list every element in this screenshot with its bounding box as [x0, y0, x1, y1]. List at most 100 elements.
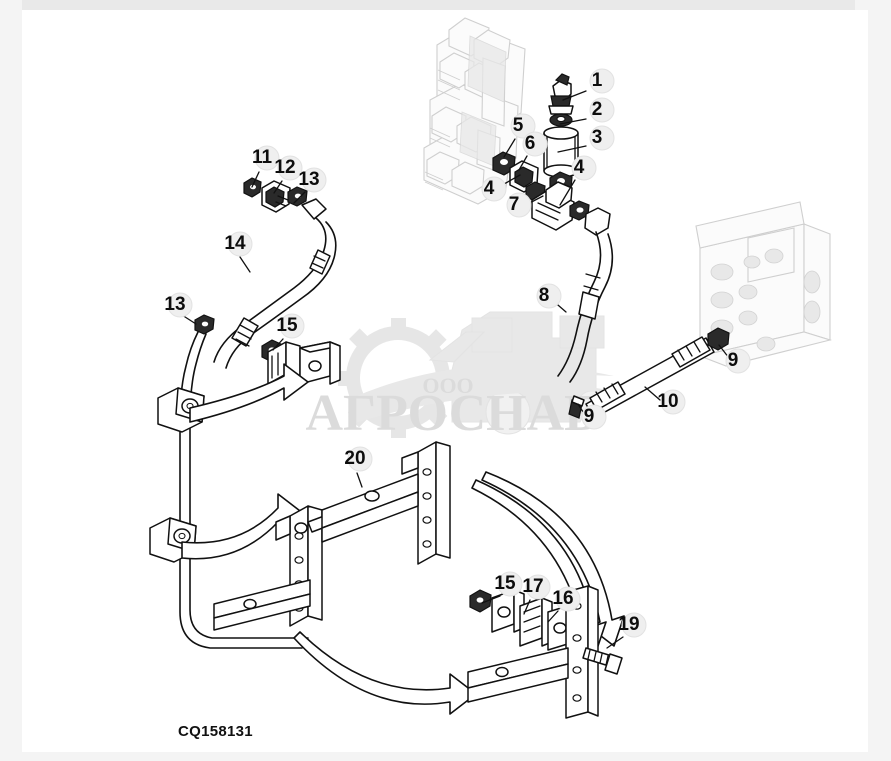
fitting-11: [243, 177, 262, 198]
callout-leader: [606, 636, 624, 649]
callout-2: 2: [559, 97, 615, 125]
callout-bubble: [277, 155, 303, 181]
callout-number: 11: [252, 147, 273, 168]
callout-leader: [481, 595, 501, 604]
callout-10: 10: [644, 386, 686, 415]
callout-9b: 9: [577, 403, 607, 430]
callout-bubble: [522, 131, 548, 157]
callout-leader: [557, 145, 587, 153]
callout-5: 5: [503, 113, 536, 158]
watermark-small-text: ООО: [422, 373, 473, 398]
callout-7: 7: [506, 192, 544, 218]
callout-bubble: [227, 231, 253, 257]
callout-leader: [239, 256, 251, 273]
callout-number: 3: [592, 127, 603, 148]
callout-leader: [518, 155, 528, 171]
callout-number: 5: [513, 115, 524, 136]
callout-4b: 4: [559, 155, 597, 206]
frame-assembly-20: [213, 441, 451, 631]
callout-15a: 15: [272, 313, 305, 351]
hose-10-assembly: [568, 327, 730, 419]
callout-number: 4: [484, 178, 495, 199]
callout-number: 9: [584, 406, 595, 427]
callout-number: 10: [657, 391, 678, 412]
callout-9a: 9: [718, 344, 751, 374]
callout-bubble: [506, 192, 532, 218]
callout-leader: [523, 599, 531, 615]
callout-number: 16: [552, 588, 573, 609]
callout-number: 13: [298, 169, 319, 190]
callout-bubble: [660, 389, 686, 415]
callout-leader: [559, 118, 587, 125]
callout-bubble: [279, 313, 305, 339]
callout-number: 2: [592, 99, 603, 120]
callout-19: 19: [606, 612, 647, 649]
callout-bubble: [589, 125, 615, 151]
fitting-13-upper: [287, 186, 308, 207]
callout-bubble: [725, 348, 751, 374]
callout-bubble: [581, 404, 607, 430]
callout-bubble: [510, 113, 536, 139]
callout-number: 15: [494, 573, 516, 594]
callout-11: 11: [251, 145, 280, 188]
callout-number: 8: [539, 285, 550, 306]
callout-bubble: [621, 612, 647, 638]
bracket-assembly-lower: [467, 585, 623, 719]
callout-3: 3: [557, 125, 615, 153]
callout-number: 17: [522, 576, 543, 597]
callout-leader: [503, 138, 516, 158]
left-border-band: [0, 0, 22, 761]
callout-12: 12: [273, 155, 303, 194]
callout-number: 12: [274, 157, 295, 178]
callout-13a: 13: [293, 167, 327, 204]
callout-leader: [356, 472, 363, 488]
diagram-artwork: ООО АГРОСНАБ: [149, 17, 833, 740]
callout-8: 8: [536, 283, 567, 313]
callout-bubble: [347, 446, 373, 472]
callout-number: 14: [224, 233, 246, 254]
watermark-agrosnab: ООО АГРОСНАБ: [305, 311, 618, 442]
callout-bubble: [536, 283, 562, 309]
watermark-main-text: АГРОСНАБ: [305, 385, 598, 442]
callout-leader: [251, 171, 260, 188]
callout-number: 15: [276, 315, 298, 336]
callout-leader: [559, 179, 576, 206]
callout-number: 20: [344, 448, 365, 469]
callout-bubble: [555, 586, 581, 612]
callout-bubble: [571, 155, 597, 181]
callout-number: 9: [728, 350, 739, 371]
fitting-assembly: [492, 151, 611, 236]
diagram-canvas: ООО АГРОСНАБ: [22, 10, 868, 752]
part-number-label: CQ158131: [178, 723, 253, 740]
callout-leader: [273, 180, 283, 194]
callout-1: 1: [562, 68, 615, 101]
callout-17: 17: [522, 574, 551, 615]
callout-14: 14: [224, 231, 253, 273]
callout-leader: [293, 191, 306, 204]
callout-bubble: [301, 167, 327, 193]
callout-bubble: [589, 97, 615, 123]
callout-number: 19: [618, 614, 639, 635]
callout-number: 13: [164, 294, 185, 315]
callout-leader: [562, 90, 587, 101]
callout-15b: 15: [481, 571, 523, 604]
callout-number: 6: [525, 133, 536, 154]
callout-bubble: [481, 176, 507, 202]
callout-13b: 13: [164, 292, 197, 325]
callout-bubble: [497, 571, 523, 597]
top-border-strip: [0, 0, 891, 10]
callout-bubble: [254, 145, 280, 171]
hose-8: [557, 231, 614, 383]
callout-number: 7: [509, 194, 520, 215]
callout-leader: [272, 338, 284, 351]
callout-number: 4: [574, 157, 585, 178]
ghost-manifold-block: [695, 201, 833, 367]
callout-20: 20: [344, 446, 373, 488]
callout-number: 1: [592, 70, 603, 91]
fitting-12: [261, 180, 291, 213]
callout-16: 16: [547, 586, 581, 623]
callout-bubble: [525, 574, 551, 600]
callout-bubble: [589, 68, 615, 94]
